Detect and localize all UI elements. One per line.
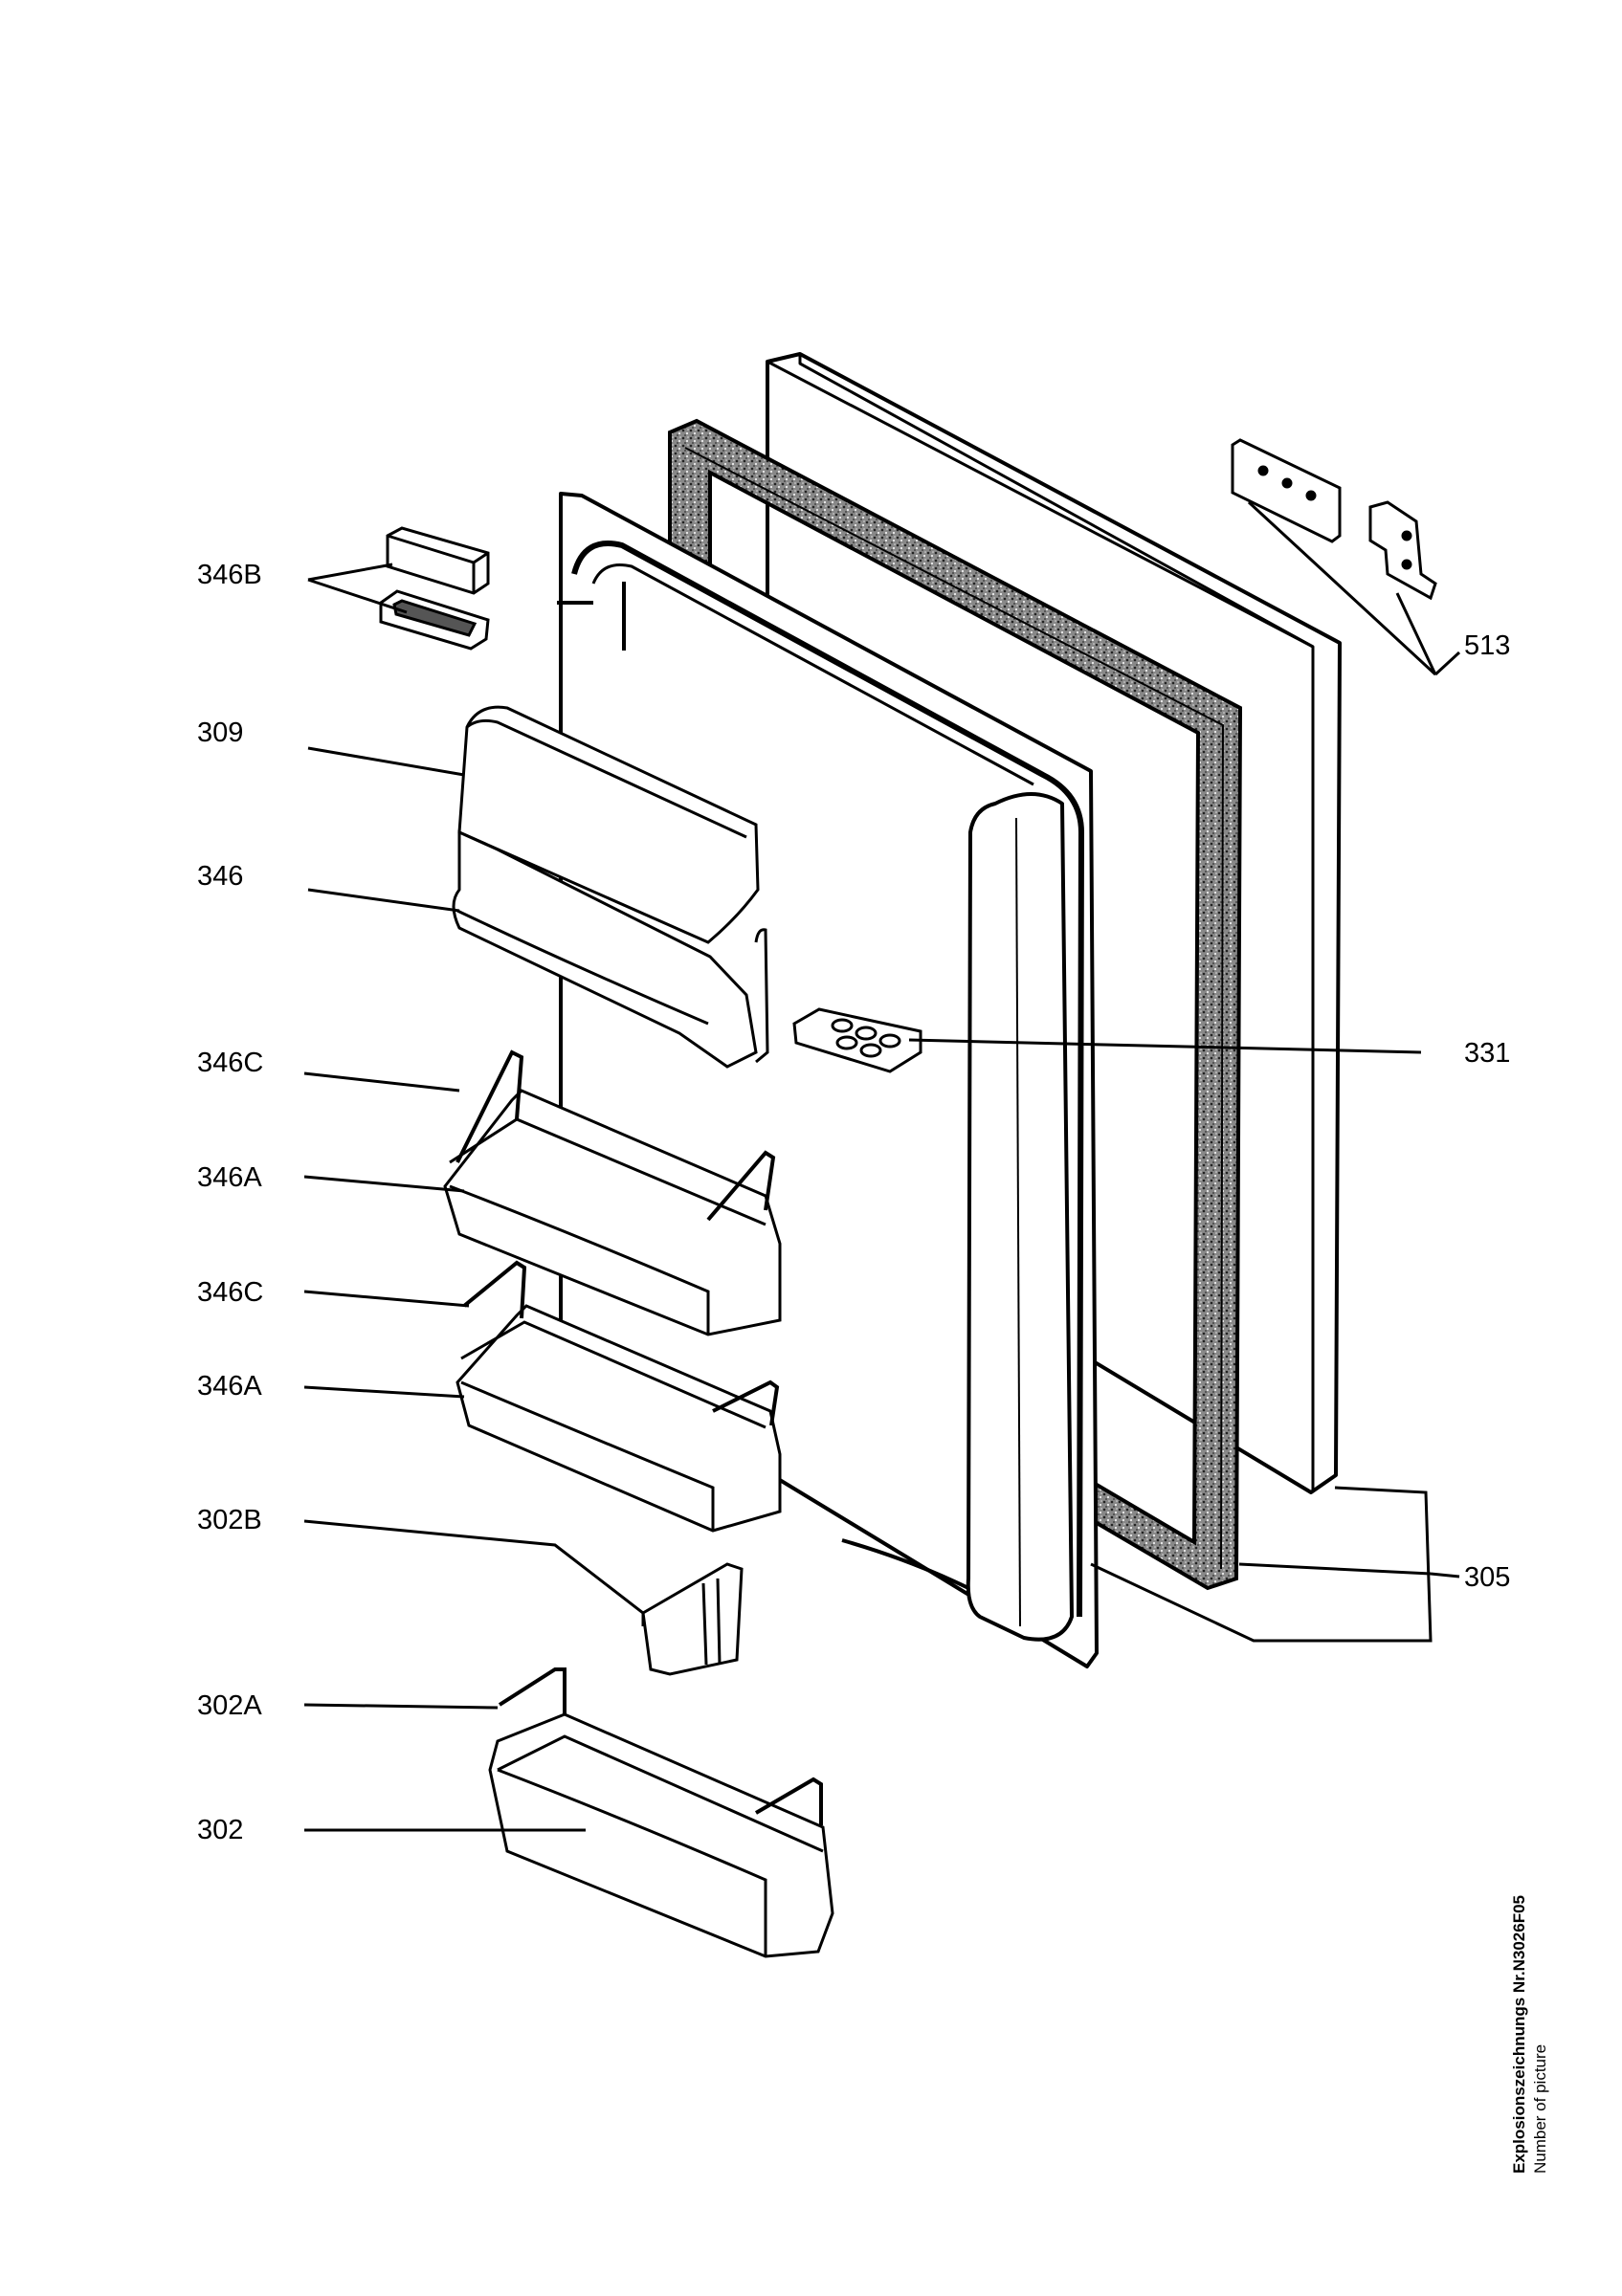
label-302A: 302A — [197, 1690, 262, 1721]
shelf-lid-309 — [457, 705, 760, 944]
door-shelf-346 — [452, 829, 769, 1069]
leader-lines — [303, 500, 1461, 1832]
label-302: 302 — [197, 1815, 243, 1845]
bottle-shelf-302 — [488, 1667, 834, 1958]
drawing-number-caption: Explosionszeichnungs Nr.N3026F05 — [1510, 1895, 1528, 2174]
picture-number-caption: Number of picture — [1531, 2043, 1549, 2174]
door-inner-liner — [557, 492, 1099, 1668]
label-331: 331 — [1464, 1038, 1510, 1069]
label-346A-upper: 346A — [197, 1162, 262, 1193]
label-346C-upper: 346C — [197, 1048, 263, 1078]
hinge-brackets — [1231, 438, 1437, 601]
label-513: 513 — [1464, 630, 1510, 661]
label-346A-lower: 346A — [197, 1371, 262, 1402]
label-346: 346 — [197, 861, 243, 892]
butter-lid-346B — [379, 526, 490, 651]
label-305: 305 — [1464, 1562, 1510, 1593]
egg-tray-331 — [792, 1007, 922, 1073]
door-shelf-346A-upper — [443, 1049, 782, 1336]
label-346C-lower: 346C — [197, 1277, 263, 1308]
label-302B: 302B — [197, 1505, 262, 1535]
bottle-divider-302B — [641, 1562, 744, 1676]
label-309: 309 — [197, 718, 243, 748]
label-346B: 346B — [197, 560, 262, 590]
